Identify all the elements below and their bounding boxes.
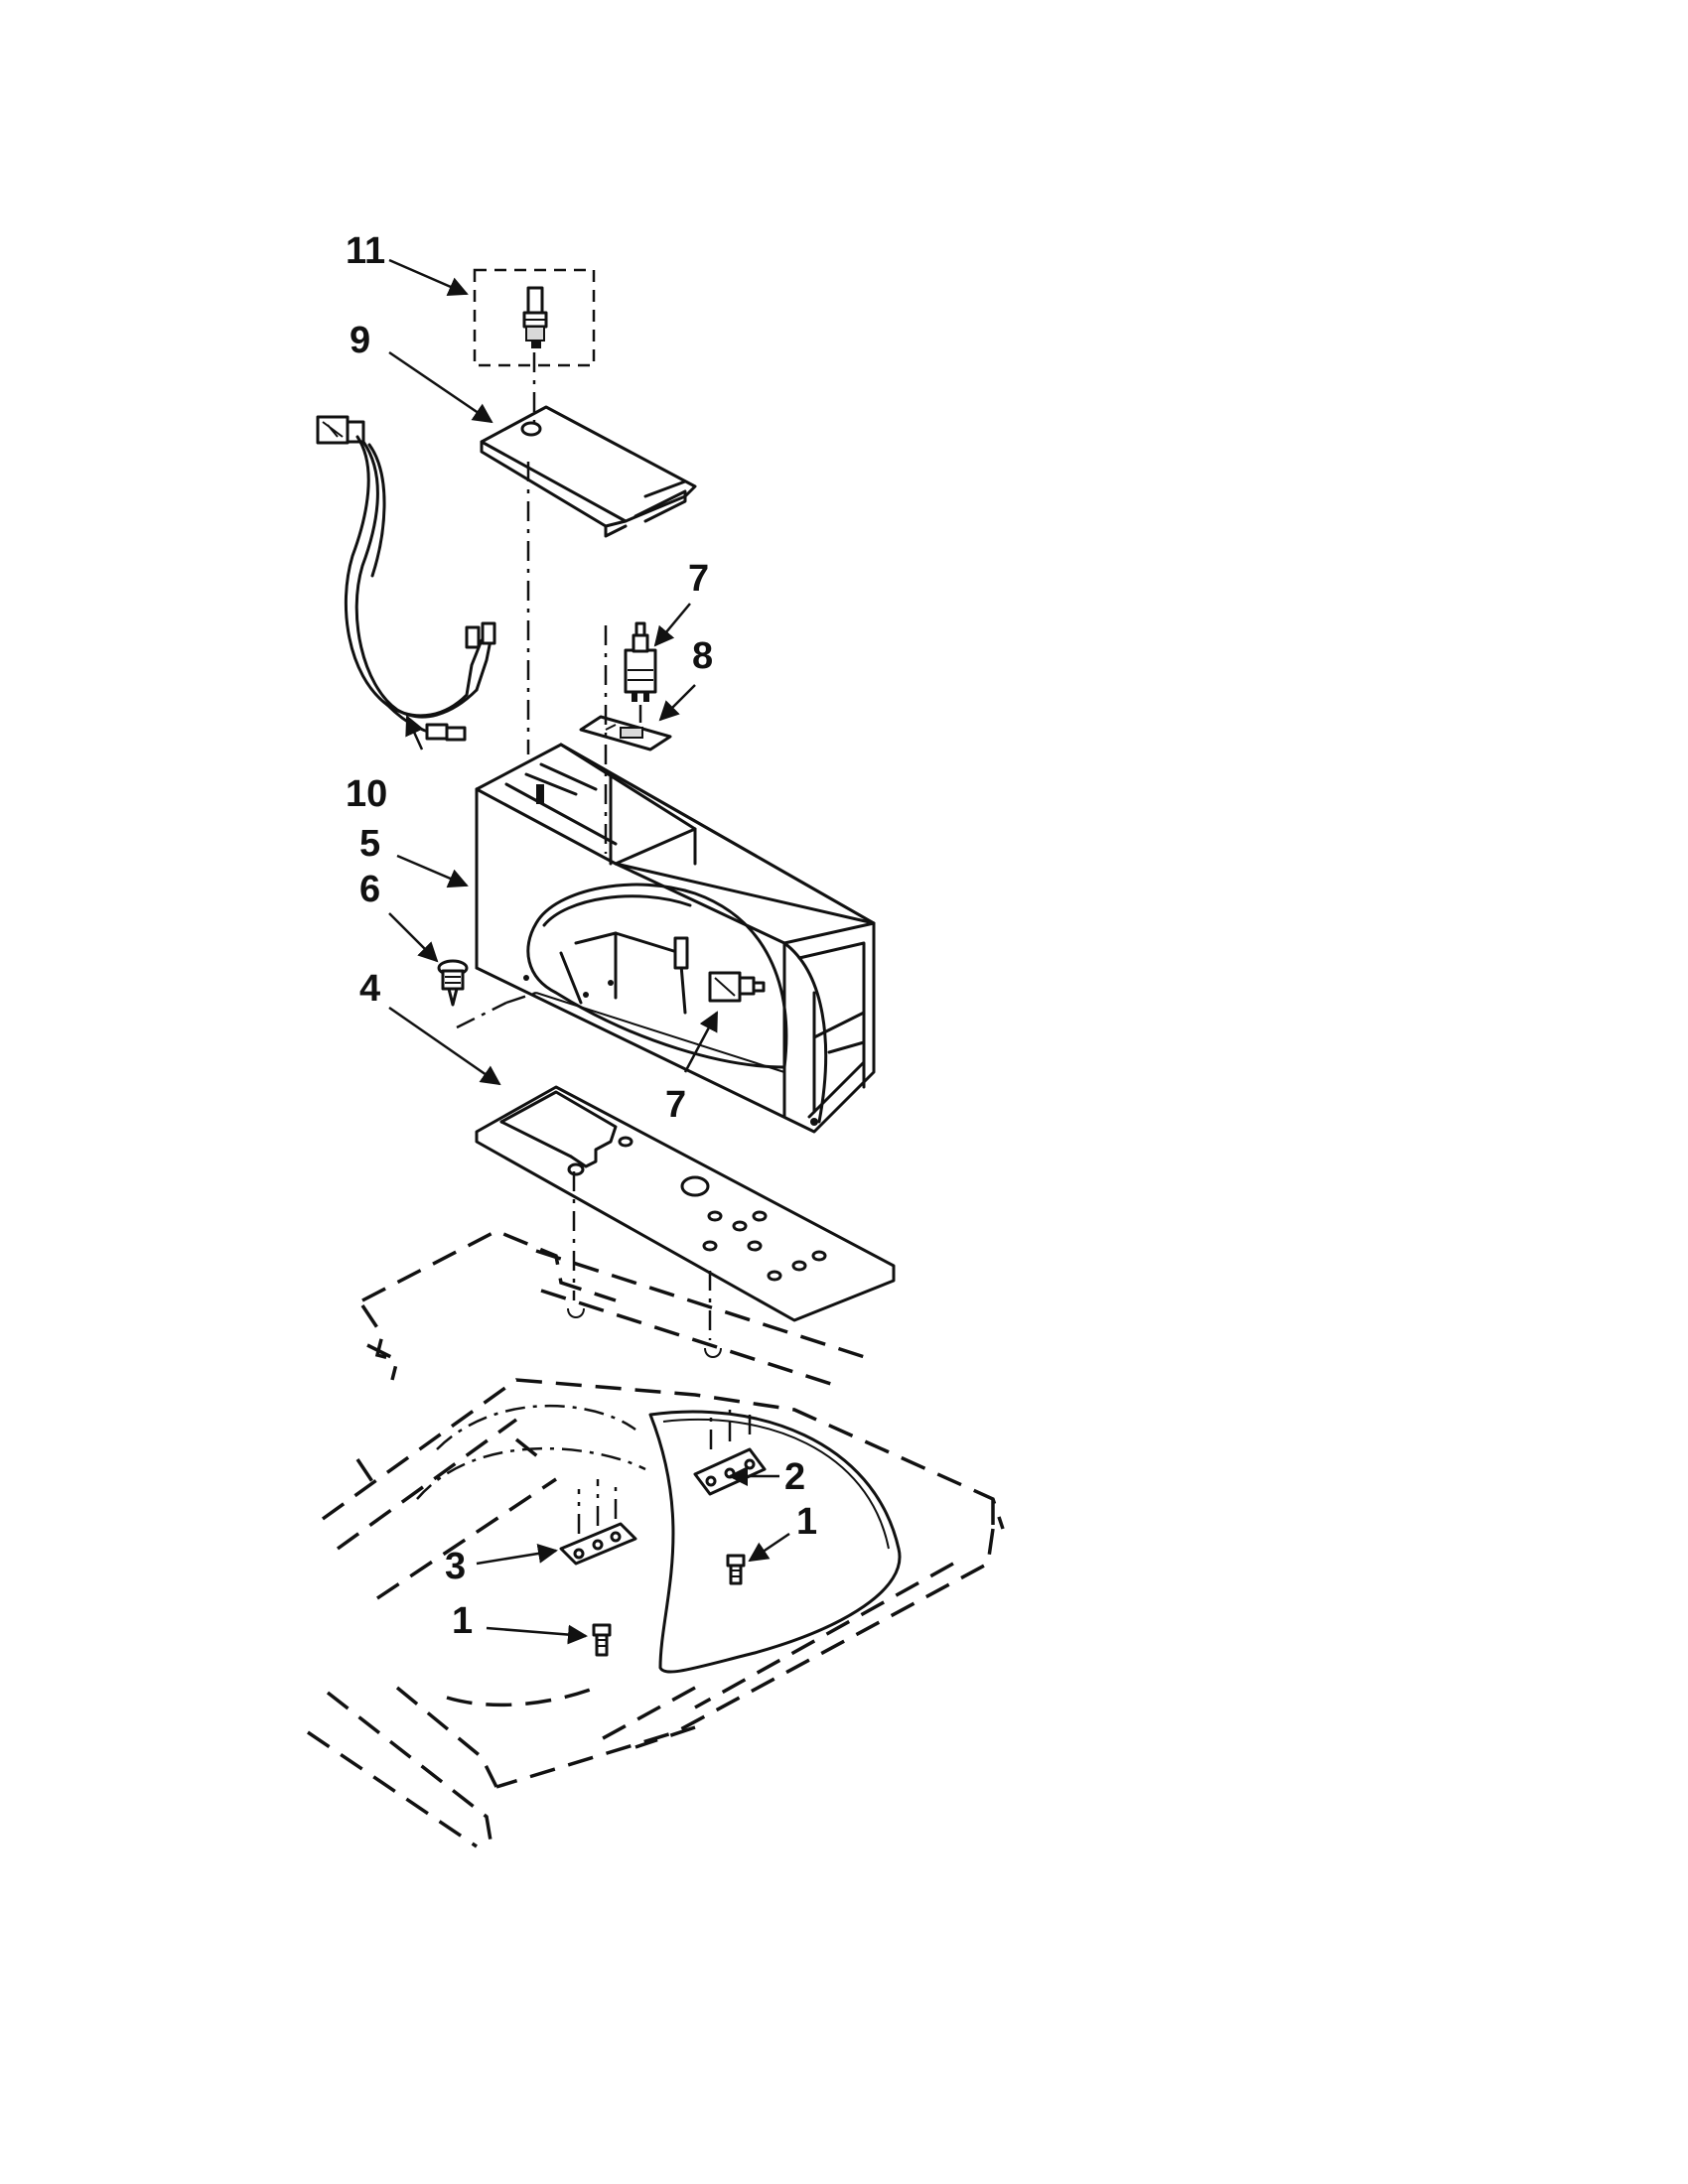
lid-lock (522, 286, 548, 348)
mounting-screw (437, 959, 469, 1007)
wire-harness (316, 415, 496, 742)
console-gasket-sheet (475, 1085, 896, 1322)
callout-1-right: 1 (796, 1501, 817, 1543)
callout-2: 2 (784, 1456, 805, 1498)
base-frame-outline (307, 1229, 1005, 1848)
callout-1-left: 1 (452, 1600, 473, 1642)
callout-7-lower: 7 (665, 1084, 686, 1126)
callout-7-upper: 7 (688, 558, 709, 600)
callout-4: 4 (359, 968, 380, 1010)
callout-11: 11 (346, 230, 385, 272)
console-cover-plate (480, 405, 697, 538)
screw-1-left (592, 1623, 612, 1657)
tub-outline (648, 1410, 902, 1674)
callout-5: 5 (359, 823, 380, 865)
lid-switch-upper (624, 621, 657, 702)
leader-arrows (388, 258, 790, 1645)
switch-bracket (579, 715, 672, 751)
callout-8: 8 (692, 635, 713, 677)
mounting-bracket-2 (693, 1447, 767, 1496)
callout-3: 3 (445, 1546, 466, 1587)
callout-10: 10 (346, 773, 387, 815)
door-switch-lower (673, 936, 766, 1003)
callout-6: 6 (359, 869, 380, 910)
lid-lock-group-box (473, 268, 596, 367)
callout-9: 9 (350, 320, 370, 361)
screw-1-right (726, 1554, 746, 1585)
mounting-bracket-3 (559, 1522, 637, 1566)
